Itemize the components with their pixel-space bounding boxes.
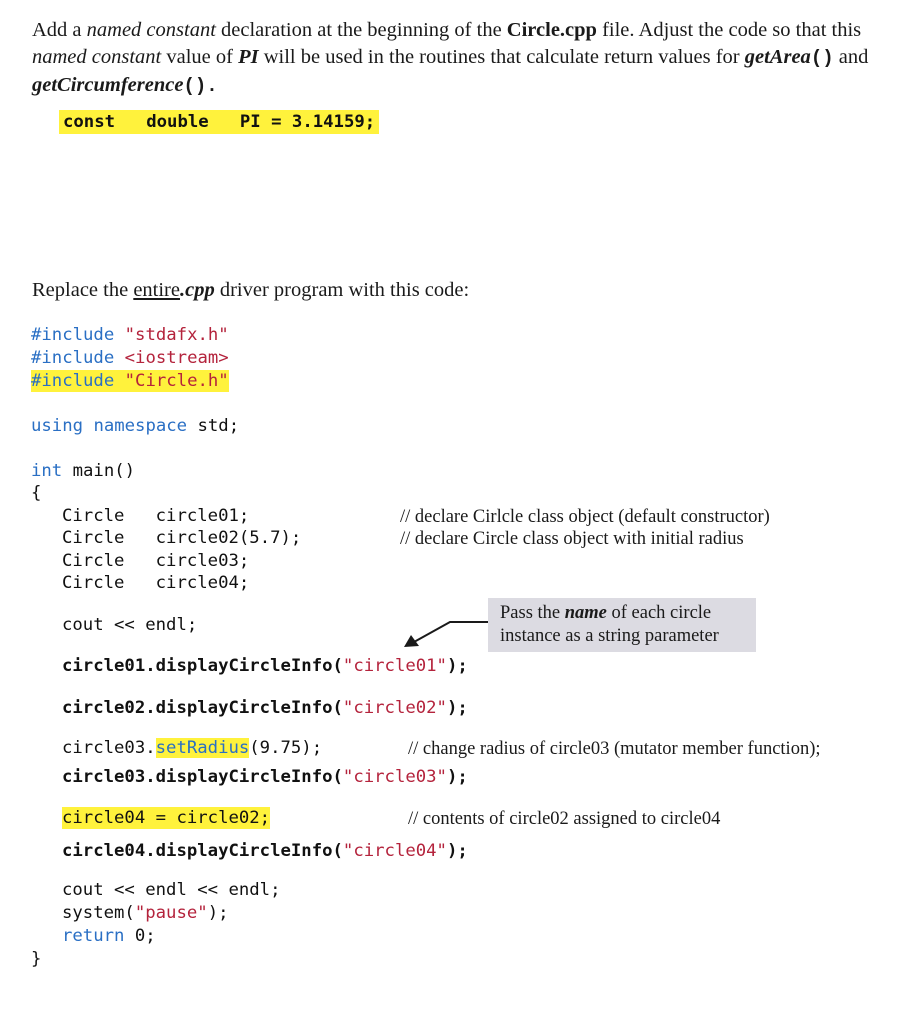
intro-line-2: named constant value of PI will be used … <box>32 46 869 69</box>
include-stdafx: #include "stdafx.h" <box>31 325 229 345</box>
intro-paragraph: Add a named constant declaration at the … <box>32 17 902 100</box>
display-call-circle04: circle04.displayCircleInfo("circle04"); <box>62 841 468 861</box>
using-namespace: using namespace std; <box>31 416 240 436</box>
return-statement: return 0; <box>62 926 156 946</box>
replace-instruction: Replace the entire.cpp driver program wi… <box>32 279 470 301</box>
display-call-circle02: circle02.displayCircleInfo("circle02"); <box>62 698 468 718</box>
intro-line-3: getCircumference(). <box>32 74 218 97</box>
cout-endl-endl: cout << endl << endl; <box>62 880 281 900</box>
declaration-circle02: Circle circle02(5.7); <box>62 528 302 548</box>
comment-assignment: // contents of circle02 assigned to circ… <box>408 809 721 829</box>
callout-note: Pass the name of each circle instance as… <box>488 598 756 652</box>
comment-default-constructor: // declare Cirlcle class object (default… <box>400 507 770 527</box>
const-pi-declaration: const double PI = 3.14159; <box>59 110 379 134</box>
callout-line-2: instance as a string parameter <box>500 626 719 646</box>
declaration-circle04: Circle circle04; <box>62 573 250 593</box>
system-pause: system("pause"); <box>62 903 229 923</box>
main-signature: int main() <box>31 461 136 481</box>
assignment-circle04: circle04 = circle02; <box>62 807 271 829</box>
display-call-circle03: circle03.displayCircleInfo("circle03"); <box>62 767 468 787</box>
intro-line-1: Add a named constant declaration at the … <box>32 19 862 41</box>
comment-change-radius: // change radius of circle03 (mutator me… <box>408 739 821 759</box>
declaration-circle01: Circle circle01; <box>62 506 250 526</box>
comment-initial-radius: // declare Circle class object with init… <box>400 529 744 549</box>
set-radius-call: circle03.setRadius(9.75); <box>62 738 323 758</box>
include-iostream: #include <iostream> <box>31 348 229 368</box>
close-brace: } <box>31 949 42 969</box>
include-circle-h: #include "Circle.h" <box>31 370 229 392</box>
callout-line-1: Pass the name of each circle <box>500 603 712 623</box>
open-brace: { <box>31 483 42 503</box>
declaration-circle03: Circle circle03; <box>62 551 250 571</box>
display-call-circle01: circle01.displayCircleInfo("circle01"); <box>62 656 468 676</box>
cout-endl: cout << endl; <box>62 615 198 635</box>
